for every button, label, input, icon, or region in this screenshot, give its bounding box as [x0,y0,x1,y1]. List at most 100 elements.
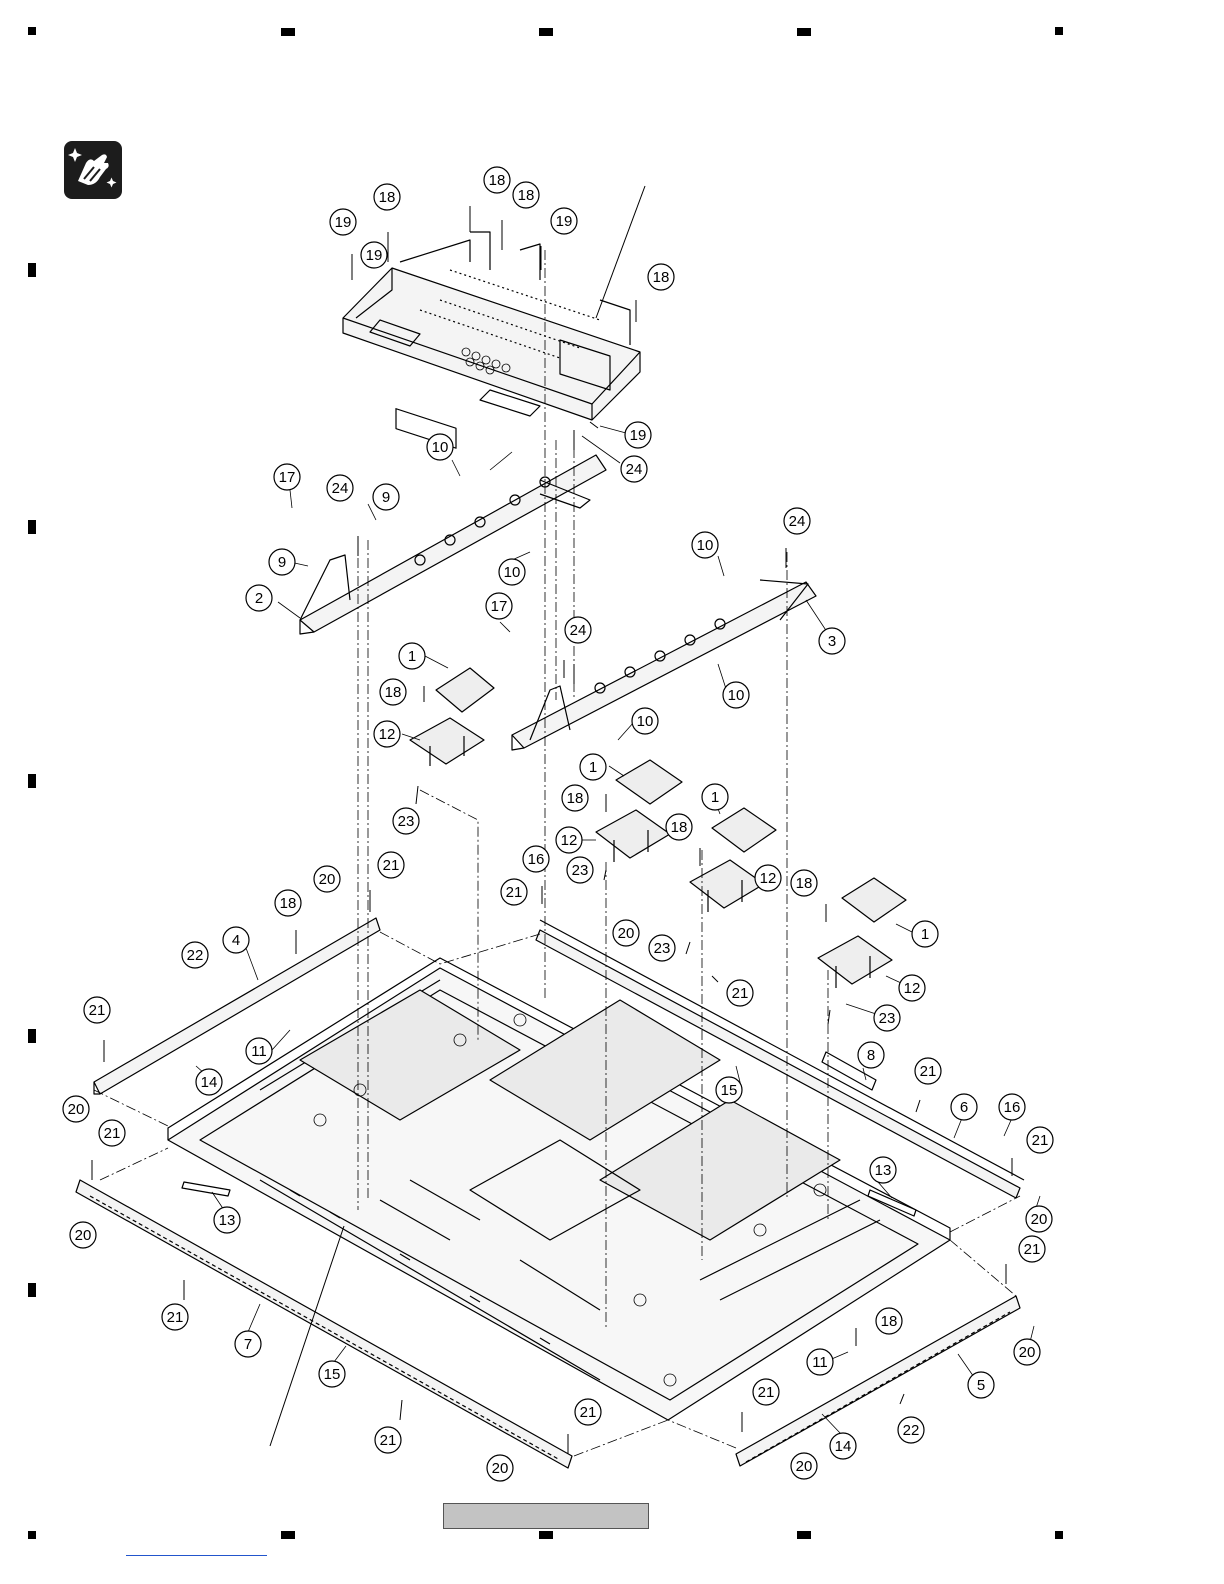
callout-label: 10 [432,439,449,456]
callout-label: 21 [506,884,523,901]
callout-1: 1 [702,784,728,810]
callout-20: 20 [1014,1339,1040,1365]
callout-label: 21 [104,1125,121,1142]
callout-label: 1 [589,759,597,776]
callout-label: 24 [789,513,806,530]
callout-23: 23 [567,857,593,883]
callout-5: 5 [968,1372,994,1398]
callout-21: 21 [727,980,753,1006]
callout-22: 22 [182,942,208,968]
callout-18: 18 [513,182,539,208]
callout-label: 22 [903,1422,920,1439]
panel-chassis [168,958,950,1420]
callout-13: 13 [214,1207,240,1233]
callout-16: 16 [523,846,549,872]
callout-11: 11 [246,1038,272,1064]
callout-11: 11 [807,1349,833,1375]
callout-label: 21 [920,1063,937,1080]
callout-label: 14 [835,1438,852,1455]
callout-label: 18 [881,1313,898,1330]
callout-label: 18 [671,819,688,836]
callout-20: 20 [314,866,340,892]
callout-label: 13 [219,1212,236,1229]
callout-14: 14 [830,1433,856,1459]
footer-link-underline [126,1555,267,1556]
callout-18: 18 [374,184,400,210]
callout-13: 13 [870,1157,896,1183]
callout-label: 18 [567,790,584,807]
callout-21: 21 [84,997,110,1023]
rail-13-left [182,1182,230,1196]
callout-14: 14 [196,1069,222,1095]
speaker-holder-group-a [410,668,494,766]
callout-21: 21 [501,879,527,905]
callout-label: 19 [556,213,573,230]
speaker-holder-group-b [596,760,682,862]
callout-1: 1 [580,754,606,780]
callout-24: 24 [327,475,353,501]
callout-label: 20 [75,1227,92,1244]
callout-10: 10 [723,682,749,708]
callout-label: 24 [626,461,643,478]
callout-18: 18 [648,264,674,290]
callout-20: 20 [70,1222,96,1248]
callout-label: 18 [653,269,670,286]
callout-18: 18 [380,679,406,705]
callout-19: 19 [551,208,577,234]
callout-label: 21 [167,1309,184,1326]
callout-1: 1 [912,921,938,947]
callout-20: 20 [1026,1206,1052,1232]
callout-label: 14 [201,1074,218,1091]
callout-19: 19 [625,422,651,448]
callout-12: 12 [374,721,400,747]
callout-label: 3 [828,633,836,650]
callout-1: 1 [399,643,425,669]
callout-label: 21 [89,1002,106,1019]
callout-21: 21 [753,1379,779,1405]
callout-12: 12 [899,975,925,1001]
callout-label: 9 [278,554,286,571]
callout-24: 24 [621,456,647,482]
callout-label: 23 [654,940,671,957]
callout-label: 1 [921,926,929,943]
callout-label: 11 [812,1354,828,1371]
callout-19: 19 [330,209,356,235]
callout-15: 15 [716,1077,742,1103]
callout-24: 24 [784,508,810,534]
callout-label: 21 [1024,1241,1041,1258]
callout-label: 8 [867,1047,875,1064]
frame-bracket-3 [512,580,816,750]
callout-label: 1 [711,789,719,806]
callout-18: 18 [876,1308,902,1334]
callout-label: 20 [1031,1211,1048,1228]
callout-label: 20 [796,1458,813,1475]
callout-label: 17 [279,469,296,486]
callout-label: 18 [385,684,402,701]
callout-label: 20 [319,871,336,888]
callout-20: 20 [63,1096,89,1122]
callout-18: 18 [666,814,692,840]
callout-12: 12 [755,865,781,891]
callout-label: 15 [721,1082,738,1099]
callout-21: 21 [162,1304,188,1330]
callout-21: 21 [915,1058,941,1084]
callout-label: 18 [518,187,535,204]
callout-10: 10 [692,532,718,558]
callout-label: 18 [489,172,506,189]
callout-label: 20 [1019,1344,1036,1361]
callout-label: 24 [570,622,587,639]
callout-18: 18 [791,870,817,896]
callout-label: 23 [398,813,415,830]
callout-label: 17 [491,598,508,615]
callout-label: 18 [379,189,396,206]
callout-label: 4 [232,932,240,949]
callout-label: 9 [382,489,390,506]
callout-21: 21 [1027,1127,1053,1153]
callout-23: 23 [393,808,419,834]
callout-label: 18 [796,875,813,892]
callout-label: 12 [379,726,396,743]
callout-label: 19 [630,427,647,444]
callout-23: 23 [649,935,675,961]
